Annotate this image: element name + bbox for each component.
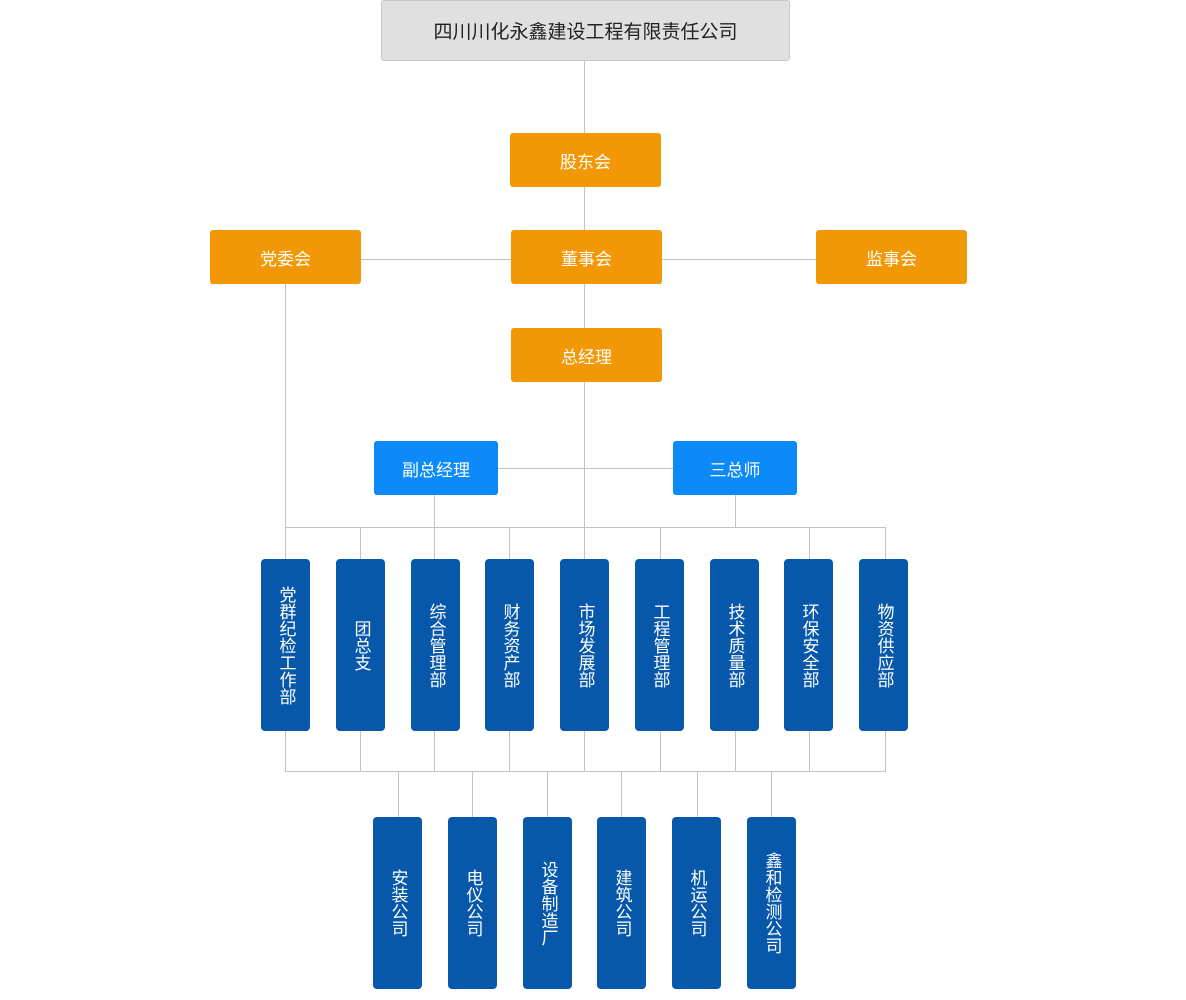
connector-subsidiary-drop [771, 771, 772, 817]
connector-board-gm [584, 284, 585, 328]
connector-subsidiary-bus [285, 771, 886, 772]
department-node: 物资供应部 [859, 559, 908, 731]
subsidiary-label: 电仪公司 [462, 869, 483, 937]
department-label: 市场发展部 [574, 602, 595, 688]
connector-subsidiary-drop [398, 771, 399, 817]
connector-dept-rise [584, 731, 585, 771]
subsidiary-node: 鑫和检测公司 [747, 817, 796, 989]
subsidiary-node: 设备制造厂 [523, 817, 572, 989]
connector-three-chiefs-down [735, 495, 736, 527]
department-node: 技术质量部 [710, 559, 759, 731]
connector-dept-bus [285, 527, 886, 528]
subsidiary-node: 建筑公司 [597, 817, 646, 989]
connector-dept-rise [360, 731, 361, 771]
connector-dept-drop [509, 527, 510, 559]
connector-dept-rise [885, 731, 886, 771]
connector-subsidiary-drop [547, 771, 548, 817]
connector-dept-drop [885, 527, 886, 559]
supervisors-node: 监事会 [816, 230, 967, 284]
subsidiary-node: 机运公司 [672, 817, 721, 989]
subsidiary-label: 设备制造厂 [537, 860, 558, 946]
company-name: 四川川化永鑫建设工程有限责任公司 [433, 21, 738, 43]
party-committee-label: 党委会 [260, 249, 311, 270]
three-chiefs-node: 三总师 [673, 441, 797, 495]
general-manager-node: 总经理 [511, 328, 662, 382]
department-node: 党群纪检工作部 [261, 559, 310, 731]
connector-dept-drop [809, 527, 810, 559]
subsidiary-node: 电仪公司 [448, 817, 497, 989]
connector-deputy-gm-down [434, 495, 435, 527]
connector-subsidiary-drop [697, 771, 698, 817]
department-label: 团总支 [350, 619, 371, 671]
department-label: 技术质量部 [724, 602, 745, 688]
connector-dept-drop [434, 527, 435, 559]
connector-dept-drop [660, 527, 661, 559]
three-chiefs-label: 三总师 [709, 460, 761, 481]
subsidiary-label: 鑫和检测公司 [761, 852, 782, 954]
board-node: 董事会 [511, 230, 662, 284]
shareholders-node: 股东会 [510, 133, 661, 187]
connector-root-shareholders [584, 61, 585, 133]
department-label: 工程管理部 [649, 602, 670, 688]
board-label: 董事会 [561, 249, 612, 270]
department-node: 环保安全部 [784, 559, 833, 731]
connector-dept-rise [809, 731, 810, 771]
connector-dept-drop [360, 527, 361, 559]
connector-deputies [497, 468, 673, 469]
department-node: 工程管理部 [635, 559, 684, 731]
supervisors-label: 监事会 [866, 249, 917, 270]
subsidiary-label: 安装公司 [387, 869, 408, 937]
department-node: 财务资产部 [485, 559, 534, 731]
department-node: 综合管理部 [411, 559, 460, 731]
connector-gm-trunk [584, 382, 585, 559]
department-node: 市场发展部 [560, 559, 609, 731]
connector-subsidiary-drop [621, 771, 622, 817]
party-committee-node: 党委会 [210, 230, 361, 284]
general-manager-label: 总经理 [561, 347, 612, 368]
connector-dept-rise [509, 731, 510, 771]
department-label: 环保安全部 [798, 602, 819, 688]
department-label: 物资供应部 [873, 602, 894, 688]
connector-shareholders-board [584, 187, 585, 230]
company-node: 四川川化永鑫建设工程有限责任公司 [381, 0, 790, 61]
connector-dept-rise [434, 731, 435, 771]
connector-subsidiary-drop [472, 771, 473, 817]
connector-dept-rise [660, 731, 661, 771]
deputy-gm-node: 副总经理 [374, 441, 498, 495]
connector-dept-rise [285, 731, 286, 771]
department-node: 团总支 [336, 559, 385, 731]
subsidiary-label: 机运公司 [686, 869, 707, 937]
deputy-gm-label: 副总经理 [402, 460, 470, 481]
connector-dept-rise [735, 731, 736, 771]
department-label: 综合管理部 [425, 602, 446, 688]
department-label: 财务资产部 [499, 602, 520, 688]
department-label: 党群纪检工作部 [275, 585, 296, 705]
shareholders-label: 股东会 [560, 152, 611, 173]
subsidiary-node: 安装公司 [373, 817, 422, 989]
connector-party-down [285, 284, 286, 559]
subsidiary-label: 建筑公司 [611, 869, 632, 937]
